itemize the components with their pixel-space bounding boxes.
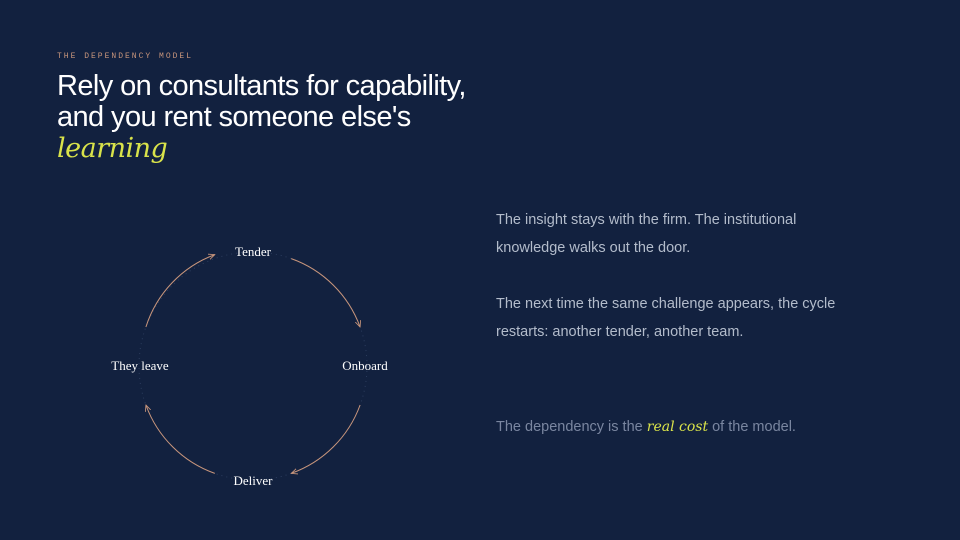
body-paragraph-1: The insight stays with the firm. The ins… (496, 212, 797, 256)
arrow-onboard-to-deliver (291, 404, 361, 473)
title-line-1: Rely on consultants for capability, (57, 70, 466, 102)
title-accent-word: learning (57, 133, 168, 164)
title-line-2: and you rent someone else's (57, 101, 411, 133)
body-paragraph-3: The dependency is the real cost of the m… (496, 413, 846, 441)
cycle-guide-circle (138, 251, 368, 481)
arrow-tender-to-onboard (291, 258, 360, 327)
section-eyebrow: THE DEPENDENCY MODEL (57, 52, 194, 61)
cycle-node-onboard: Onboard (342, 358, 388, 373)
conclusion-text-start: The dependency is the (496, 419, 647, 435)
cycle-node-deliver: Deliver (234, 473, 274, 488)
body-paragraph-2: The next time the same challenge appears… (496, 296, 836, 340)
slide-title: Rely on consultants for capability, and … (57, 70, 537, 165)
conclusion-text-end: of the model. (708, 419, 796, 435)
arrow-leave-to-tender (145, 255, 215, 328)
arrow-deliver-to-leave (146, 405, 215, 474)
cycle-node-they-leave: They leave (111, 358, 169, 373)
cycle-node-tender: Tender (235, 244, 272, 259)
conclusion-highlight: real cost (646, 419, 709, 435)
